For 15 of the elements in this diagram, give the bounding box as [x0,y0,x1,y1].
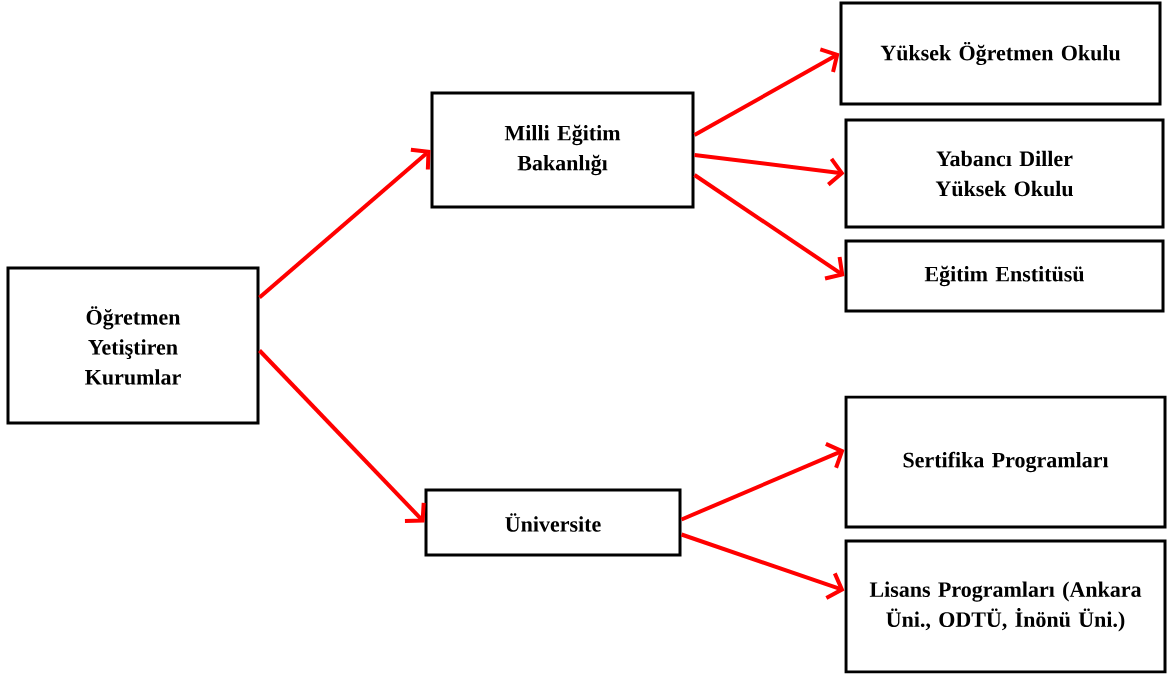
box: Milli Eğitim Bakanlığı [430,91,695,209]
arrow [693,47,840,137]
arrow [680,442,845,522]
arrow [258,349,426,523]
box: Üniversite [424,488,682,557]
box: Lisans Programları (Ankara Üni., ODTÜ, İnönü Üni.) [844,539,1167,674]
box: Yabancı Diller Yüksek Okulu [844,118,1165,229]
box: Eğitim Enstitüsü [844,239,1165,313]
arrow [693,173,845,281]
arrow [694,153,845,187]
arrow [680,532,845,600]
box: Yüksek Öğretmen Okulu [839,1,1162,106]
box: Sertifika Programları [844,395,1167,529]
box: Öğretmen Yetiştiren Kurumlar [6,266,260,425]
arrow [258,147,431,299]
